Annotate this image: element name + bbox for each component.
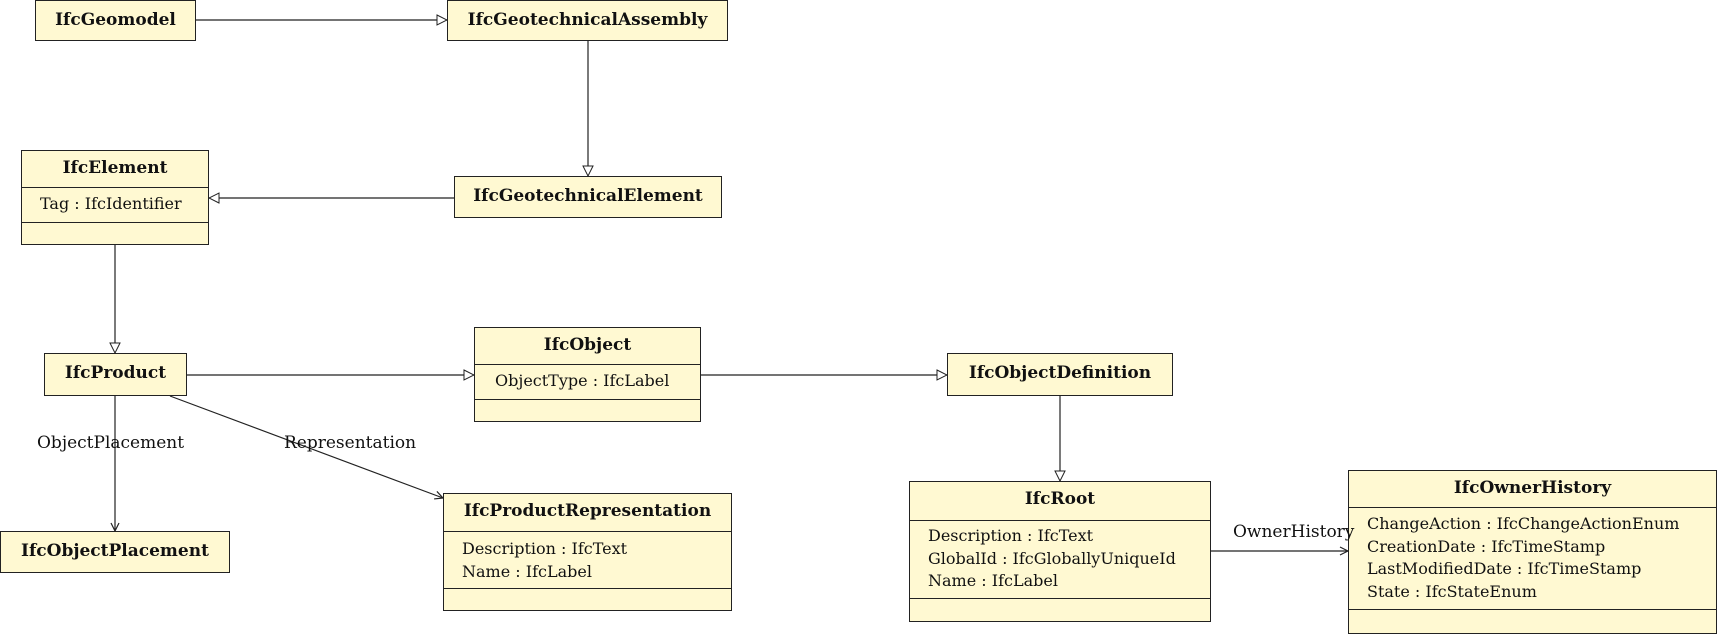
- attribute: Description : IfcText: [462, 539, 628, 558]
- attribute: ChangeAction : IfcChangeActionEnum: [1367, 514, 1680, 533]
- attribute: CreationDate : IfcTimeStamp: [1367, 536, 1606, 556]
- attribute: GlobalId : IfcGloballyUniqueId: [928, 548, 1176, 568]
- association-label-owner-history: OwnerHistory: [1233, 522, 1355, 542]
- class-ifc-object[interactable]: IfcObject ObjectType : IfcLabel: [474, 327, 701, 422]
- class-attributes: Description : IfcText GlobalId : IfcGlob…: [910, 520, 1210, 598]
- class-name: IfcOwnerHistory: [1453, 478, 1612, 498]
- class-operations: [475, 398, 700, 417]
- class-ifc-element[interactable]: IfcElement Tag : IfcIdentifier: [21, 150, 209, 245]
- class-attributes: Tag : IfcIdentifier: [22, 187, 208, 222]
- class-name: IfcObjectDefinition: [968, 363, 1152, 383]
- class-name: IfcProduct: [64, 363, 167, 383]
- class-name: IfcGeotechnicalAssembly: [467, 10, 708, 30]
- class-name: IfcObjectPlacement: [21, 541, 209, 561]
- attribute: Name : IfcLabel: [928, 571, 1058, 590]
- class-ifc-product-representation[interactable]: IfcProductRepresentation Description : I…: [443, 493, 732, 611]
- attribute: State : IfcStateEnum: [1367, 581, 1537, 601]
- association-representation: [169, 395, 443, 498]
- class-operations: [1349, 609, 1716, 627]
- class-attributes: ChangeAction : IfcChangeActionEnum Creat…: [1349, 507, 1716, 609]
- association-label-object-placement: ObjectPlacement: [37, 433, 185, 453]
- class-operations: [910, 597, 1210, 616]
- attribute: LastModifiedDate : IfcTimeStamp: [1367, 559, 1642, 578]
- class-ifc-geotechnical-assembly[interactable]: IfcGeotechnicalAssembly: [447, 0, 728, 41]
- class-name: IfcElement: [62, 158, 168, 178]
- class-ifc-root[interactable]: IfcRoot Description : IfcText GlobalId :…: [909, 481, 1211, 622]
- class-ifc-geotechnical-element[interactable]: IfcGeotechnicalElement: [454, 176, 722, 218]
- class-name: IfcRoot: [1024, 489, 1096, 509]
- class-name: IfcObject: [543, 335, 632, 355]
- class-operations: [22, 221, 208, 240]
- class-name: IfcGeotechnicalElement: [473, 186, 703, 206]
- class-name: IfcProductRepresentation: [463, 501, 712, 521]
- attribute: Name : IfcLabel: [462, 561, 592, 581]
- class-ifc-object-placement[interactable]: IfcObjectPlacement: [0, 531, 230, 573]
- class-attributes: Description : IfcText Name : IfcLabel: [444, 531, 731, 588]
- association-label-representation: Representation: [284, 433, 417, 453]
- class-operations: [444, 588, 731, 607]
- class-ifc-product[interactable]: IfcProduct: [44, 353, 187, 396]
- attribute: Tag : IfcIdentifier: [40, 194, 182, 213]
- class-ifc-object-definition[interactable]: IfcObjectDefinition: [947, 353, 1173, 396]
- class-ifc-geomodel[interactable]: IfcGeomodel: [35, 0, 196, 41]
- class-name: IfcGeomodel: [55, 10, 176, 30]
- class-attributes: ObjectType : IfcLabel: [475, 364, 700, 399]
- class-ifc-owner-history[interactable]: IfcOwnerHistory ChangeAction : IfcChange…: [1348, 470, 1717, 634]
- attribute: Description : IfcText: [928, 526, 1094, 545]
- attribute: ObjectType : IfcLabel: [495, 371, 670, 390]
